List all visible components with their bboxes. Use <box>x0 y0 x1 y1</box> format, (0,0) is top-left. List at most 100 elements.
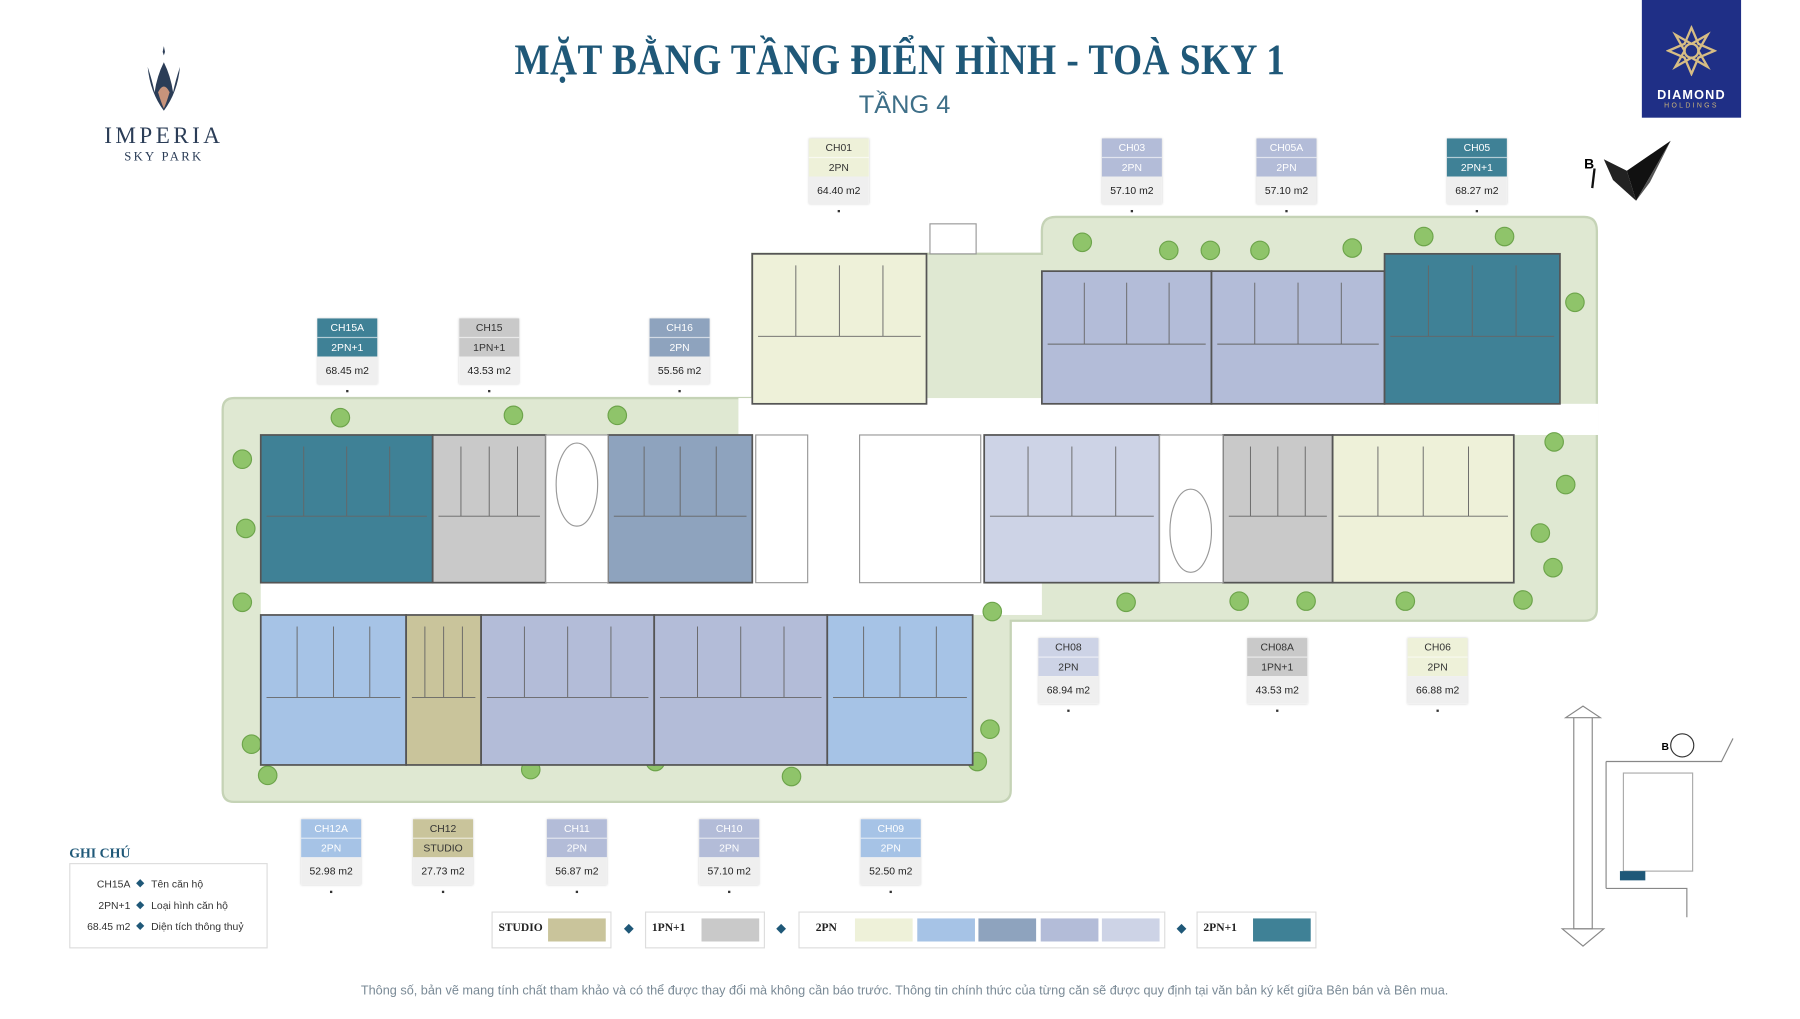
unit-ch10[interactable] <box>653 614 829 766</box>
swatch <box>701 918 760 942</box>
unit-ch16[interactable] <box>607 434 754 584</box>
unit-name: CH16 <box>649 318 710 339</box>
unit-type: 2PN <box>1101 158 1162 177</box>
pointer-dot <box>1067 709 1070 712</box>
corridor <box>260 582 896 615</box>
unit-ch15a[interactable] <box>259 434 434 584</box>
unit-type: 2PN+1 <box>1446 158 1507 177</box>
unit-area: 56.87 m2 <box>546 857 607 885</box>
imperia-emblem-icon <box>147 46 180 111</box>
unit-name: CH05A <box>1256 138 1317 159</box>
unit-ch09[interactable] <box>826 614 974 766</box>
tree-icon <box>607 405 628 426</box>
tree-icon <box>503 405 524 426</box>
tree-icon <box>1229 591 1249 611</box>
unit-name: CH03 <box>1101 138 1162 159</box>
unit-area: 57.10 m2 <box>699 857 760 885</box>
swatch <box>1253 918 1311 942</box>
unit-area: 27.73 m2 <box>413 857 474 885</box>
tree-icon <box>1543 557 1563 578</box>
pointer-dot <box>1276 709 1279 712</box>
tree-icon <box>982 601 1003 622</box>
svg-text:B: B <box>1661 742 1669 753</box>
unit-type: 1PN+1 <box>1247 657 1308 677</box>
unit-ch11[interactable] <box>480 614 656 766</box>
unit-name: CH08 <box>1038 638 1099 658</box>
unit-ch08[interactable] <box>983 434 1161 584</box>
unit-area: 52.50 m2 <box>860 857 921 885</box>
unit-name: CH08A <box>1247 638 1308 658</box>
unit-ch05a[interactable] <box>1210 270 1386 405</box>
unit-type: 2PN <box>649 338 710 357</box>
swatch <box>917 918 975 942</box>
pointer-dot <box>488 389 491 393</box>
tree-icon <box>1494 226 1515 247</box>
unit-area: 68.27 m2 <box>1446 176 1507 205</box>
imperia-logo: IMPERIA SKY PARK <box>95 46 233 164</box>
swatch <box>978 918 1037 942</box>
tree-icon <box>1555 474 1576 495</box>
pointer-dot <box>1475 209 1479 213</box>
pointer-dot <box>441 890 445 894</box>
unit-type: 1PN+1 <box>459 338 520 357</box>
pointer-dot <box>889 890 892 894</box>
unit-ch06[interactable] <box>1331 434 1515 584</box>
unit-area: 43.53 m2 <box>459 356 520 385</box>
unit-name: CH15A <box>317 318 378 339</box>
unit-ch03[interactable] <box>1041 270 1213 405</box>
unit-ch12[interactable] <box>405 614 482 766</box>
unit-type: 2PN <box>1256 158 1317 177</box>
unit-ch12a[interactable] <box>259 614 408 766</box>
legend-2pn1: 2PN+1 <box>1196 911 1317 949</box>
tree-icon <box>1395 591 1416 611</box>
unit-name: CH12A <box>301 819 362 839</box>
pointer-dot <box>1285 209 1288 213</box>
pointer-dot <box>728 890 731 894</box>
compass-icon: B <box>1584 140 1671 201</box>
tree-icon <box>241 734 262 755</box>
swatch <box>854 918 913 942</box>
unit-name: CH06 <box>1407 638 1468 658</box>
pointer-dot <box>346 389 349 393</box>
unit-ch08a[interactable] <box>1222 434 1334 584</box>
unit-area: 66.88 m2 <box>1407 676 1468 704</box>
unit-ch01[interactable] <box>751 252 928 405</box>
unit-name: CH12 <box>413 819 474 839</box>
pointer-dot <box>837 209 840 213</box>
unit-name: CH09 <box>860 819 921 839</box>
unit-ch15[interactable] <box>431 434 547 584</box>
tree-icon <box>1342 238 1363 258</box>
tree-icon <box>980 719 1000 740</box>
unit-ch05[interactable] <box>1383 252 1561 405</box>
unit-name: CH01 <box>808 138 869 159</box>
unit-area: 68.45 m2 <box>317 356 378 385</box>
tree-icon <box>1530 523 1551 543</box>
unit-area: 68.94 m2 <box>1038 676 1099 704</box>
tree-icon <box>1200 240 1221 261</box>
unit-type: 2PN <box>699 838 760 858</box>
unit-area: 64.40 m2 <box>808 176 869 205</box>
legend-studio: STUDIO <box>491 911 612 949</box>
tree-icon <box>1513 590 1533 610</box>
unit-area: 57.10 m2 <box>1256 176 1317 205</box>
